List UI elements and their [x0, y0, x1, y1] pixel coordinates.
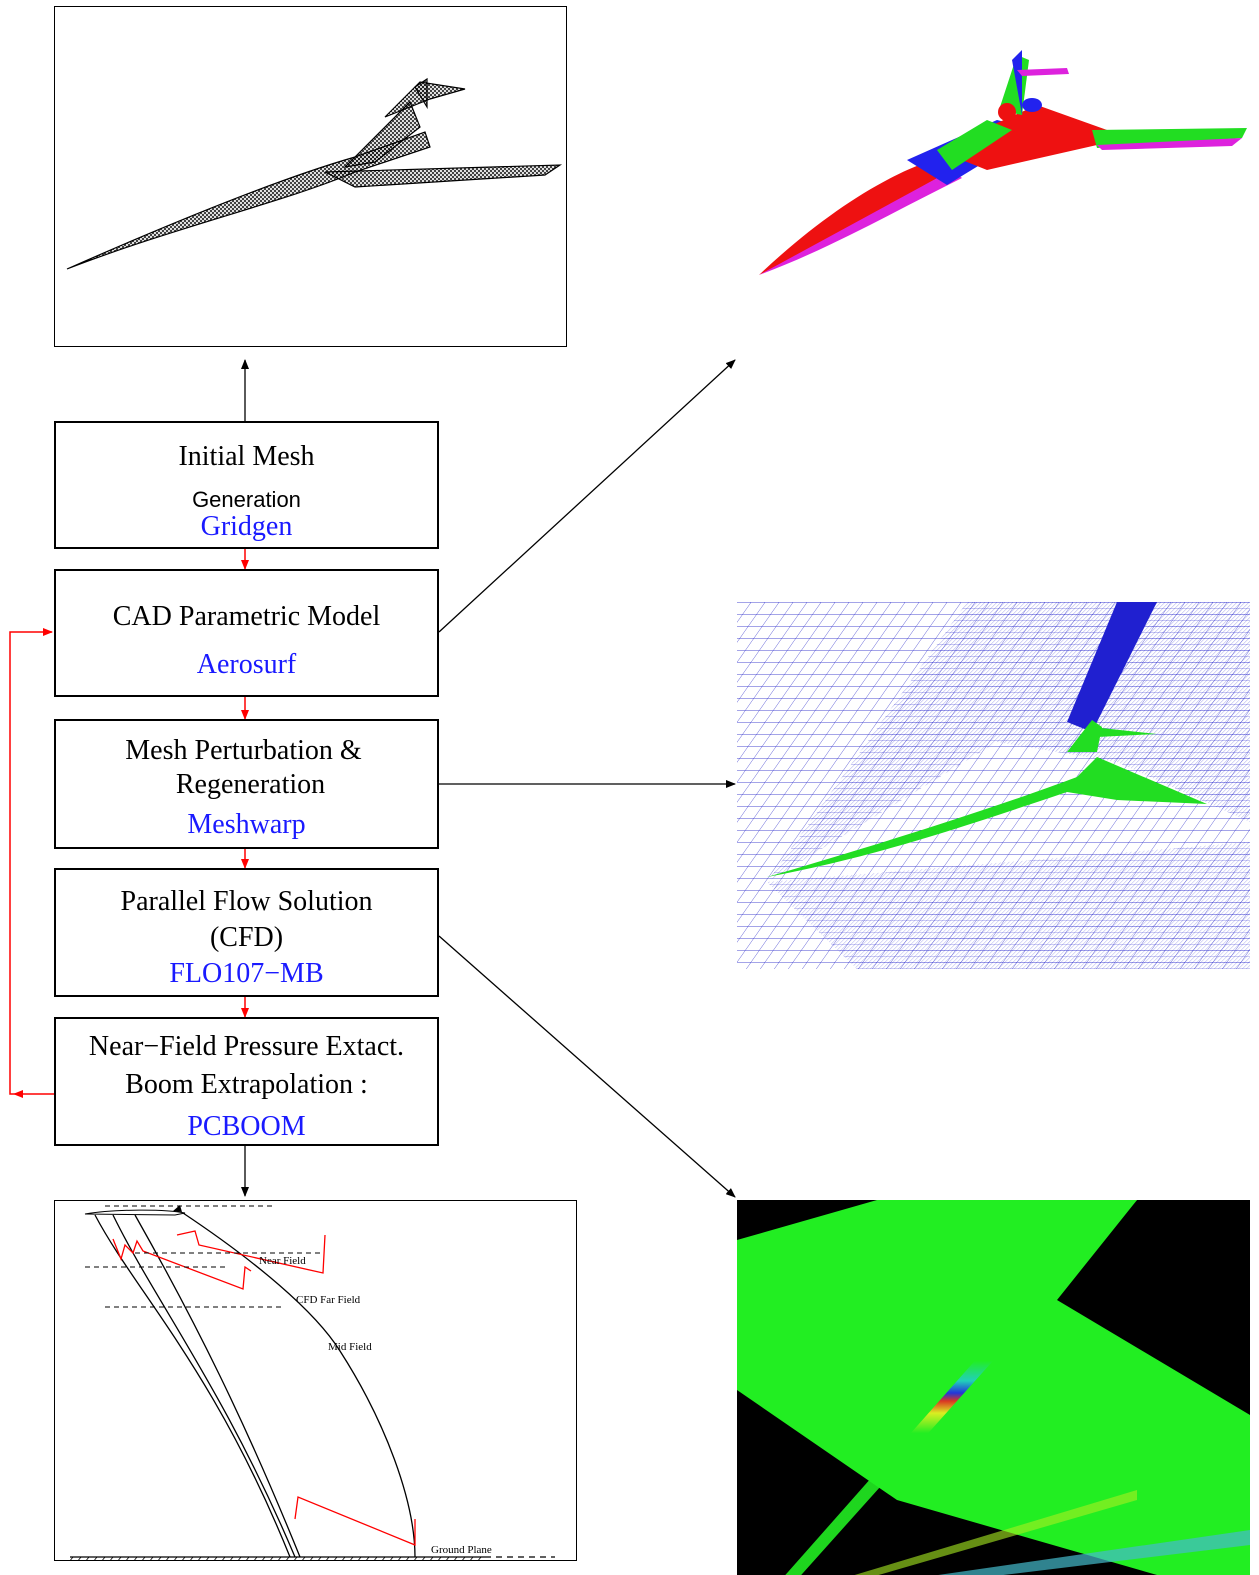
initial-mesh-title: Initial Mesh	[178, 441, 315, 472]
regeneration-title: Regeneration	[175, 769, 326, 800]
gridgen-tool-label: Gridgen	[200, 511, 293, 542]
cad-model-title: CAD Parametric Model	[112, 601, 381, 632]
initial-mesh-image	[54, 6, 567, 347]
pressure-contour-image	[737, 1200, 1250, 1575]
cad-model-box: CAD Parametric Model Aerosurf	[54, 569, 439, 697]
boom-propagation-image: Near Field CFD Far Field Mid Field Groun…	[54, 1200, 577, 1563]
initial-mesh-box: Initial Mesh Generation Gridgen	[54, 421, 439, 549]
boom-extrapolation-box: Near−Field Pressure Extact. Boom Extrapo…	[54, 1017, 439, 1146]
cfd-subtitle: (CFD)	[209, 922, 284, 953]
cad-surface-image	[737, 0, 1250, 347]
mesh-image	[737, 602, 1250, 969]
boom-extrapolation-title: Boom Extrapolation :	[125, 1069, 368, 1100]
flow-solution-box: Parallel Flow Solution (CFD) FLO107−MB	[54, 868, 439, 997]
mid-field-label: Mid Field	[328, 1341, 372, 1353]
pcboom-tool-label: PCBOOM	[187, 1111, 306, 1142]
aerosurf-tool-label: Aerosurf	[196, 649, 297, 680]
mesh-perturbation-box: Mesh Perturbation & Regeneration Meshwar…	[54, 719, 439, 849]
initial-mesh-subtitle: Generation	[192, 487, 301, 512]
near-field-title: Near−Field Pressure Extact.	[88, 1031, 405, 1062]
meshwarp-tool-label: Meshwarp	[187, 809, 306, 840]
mesh-perturbation-title: Mesh Perturbation &	[125, 735, 362, 766]
flow-solution-title: Parallel Flow Solution	[120, 886, 373, 917]
flo107-tool-label: FLO107−MB	[169, 958, 324, 989]
cfd-far-field-label: CFD Far Field	[296, 1294, 361, 1306]
ground-plane-label: Ground Plane	[431, 1544, 492, 1556]
near-field-label: Near Field	[259, 1255, 306, 1267]
